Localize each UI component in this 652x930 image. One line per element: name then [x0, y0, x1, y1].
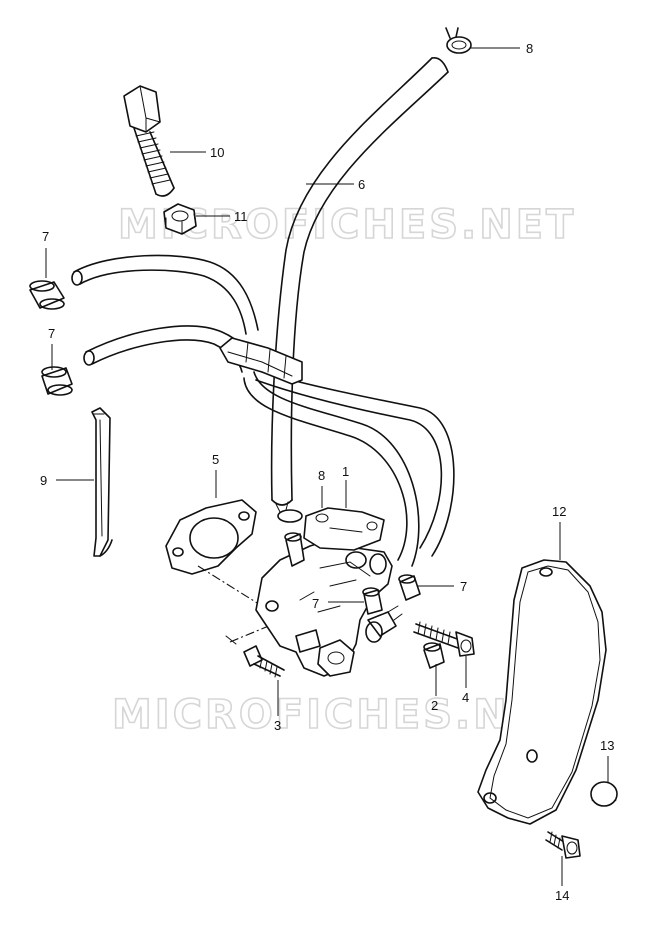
- callout-labels: 8 10 6 11 7 7 9 5 8 1 7 7 12 13 3 2 4 14: [40, 41, 614, 903]
- part-3-screw: [243, 645, 285, 678]
- part-8-hose-clamp-top: [445, 27, 472, 54]
- callout-12: 12: [552, 504, 566, 519]
- part-11-nut: [163, 203, 197, 235]
- part-6-fuel-hose: [270, 56, 449, 506]
- callout-11: 11: [234, 209, 248, 224]
- hose-clip-holder: [219, 337, 303, 385]
- part-12-cover: [477, 559, 607, 825]
- callout-5: 5: [212, 452, 219, 467]
- callout-7-left-upper: 7: [42, 229, 49, 244]
- callout-4: 4: [462, 690, 469, 705]
- leader-lines: [45, 47, 609, 886]
- part-14-screw: [545, 831, 581, 859]
- alignment-line-gasket: [197, 565, 263, 607]
- callout-1: 1: [342, 464, 349, 479]
- fuel-hose-bundle: [71, 254, 455, 567]
- part-7-cap-carb-right: [398, 574, 421, 601]
- callout-9: 9: [40, 473, 47, 488]
- part-7-cap-upper: [29, 280, 65, 310]
- part-8-hose-clamp-carb: [275, 501, 303, 523]
- part-9-strap: [91, 407, 113, 557]
- callout-6: 6: [358, 177, 365, 192]
- part-13-plug: [590, 781, 618, 807]
- part-10-adjusting-screw: [123, 85, 175, 197]
- part-4-screw: [413, 621, 475, 657]
- callout-10: 10: [210, 145, 224, 160]
- callout-7-carb-right: 7: [460, 579, 467, 594]
- part-5-gasket: [165, 499, 257, 575]
- callout-2: 2: [431, 698, 438, 713]
- callout-13: 13: [600, 738, 614, 753]
- part-7-cap-carb-center: [362, 587, 383, 615]
- callout-7-carb-center: 7: [312, 596, 319, 611]
- callout-14: 14: [555, 888, 569, 903]
- part-2-washer: [423, 642, 445, 669]
- callout-7-left-lower: 7: [48, 326, 55, 341]
- carb-mixture-screw: [365, 605, 403, 643]
- part-7-cap-lower: [41, 366, 73, 396]
- watermark-lower: MICROFICHES.NET: [112, 692, 570, 738]
- callout-8-top: 8: [526, 41, 533, 56]
- part-1-carburetor: [255, 507, 393, 677]
- callout-3: 3: [274, 718, 281, 733]
- callout-8-carb: 8: [318, 468, 325, 483]
